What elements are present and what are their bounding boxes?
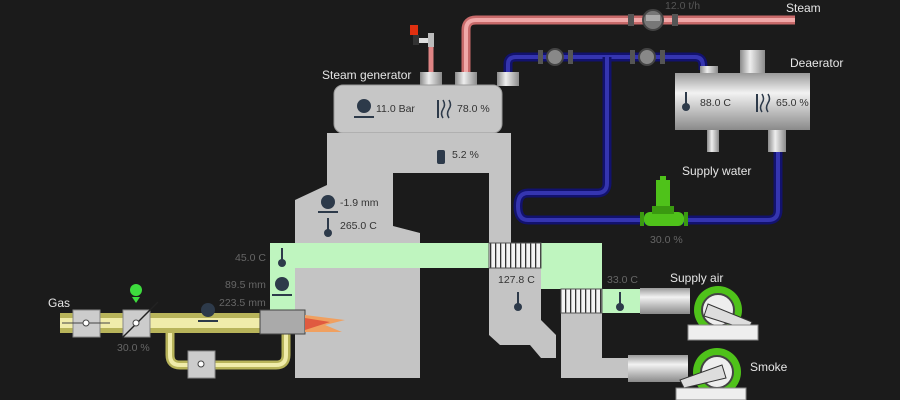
thermometer-icon — [278, 248, 286, 267]
supply-air-fan-icon[interactable] — [640, 286, 759, 341]
water-pipe — [503, 52, 783, 225]
nozzle — [420, 72, 442, 86]
water-valve-2-icon[interactable] — [630, 48, 665, 66]
label-steam: Steam — [786, 1, 821, 15]
label-smoke: Smoke — [750, 360, 788, 374]
pressure-gauge-icon — [318, 195, 338, 213]
valve-actuator-icon[interactable] — [130, 284, 142, 303]
safety-valve-icon[interactable] — [410, 25, 434, 47]
deaerator-temp-value: 88.0 C — [700, 97, 731, 109]
furnace-pressure-value: -1.9 mm — [340, 197, 379, 209]
gas-control-valve-icon[interactable] — [121, 301, 159, 339]
level-icon — [437, 99, 452, 119]
oxygen-value: 5.2 % — [452, 149, 479, 161]
thermometer-icon — [616, 292, 624, 311]
water-valve-1-icon[interactable] — [538, 48, 573, 66]
label-deaerator: Deaerator — [790, 56, 844, 70]
deaerator-level-value: 65.0 % — [776, 97, 809, 109]
steam-flow-value: 12.0 t/h — [665, 0, 701, 12]
gas-valve-value: 30.0 % — [117, 342, 150, 354]
supply-air-temp-value: 33.0 C — [607, 274, 638, 286]
gas-pressure-value: 223.5 mm — [219, 297, 266, 309]
pressure-gauge-icon — [272, 277, 292, 296]
thermometer-icon — [682, 92, 690, 111]
pressure-gauge-icon — [198, 303, 218, 322]
gas-analyzer-icon — [437, 150, 445, 164]
label-supply-water: Supply water — [682, 164, 752, 178]
level-icon — [756, 93, 771, 113]
smoke-fan-icon[interactable] — [628, 348, 747, 400]
label-gas: Gas — [48, 296, 71, 310]
flue-duct — [561, 313, 628, 378]
bypass-valve-icon[interactable] — [187, 350, 216, 379]
pressure-gauge-icon — [354, 99, 374, 118]
burner[interactable] — [259, 309, 306, 335]
air-heater — [488, 242, 542, 269]
furnace-temp-value: 265.0 C — [340, 220, 377, 232]
nozzle — [455, 72, 477, 86]
label-steam-generator: Steam generator — [322, 68, 412, 82]
air-pressure-value: 89.5 mm — [225, 279, 266, 291]
generator-level-value: 78.0 % — [457, 103, 490, 115]
gas-shutoff-valve-icon[interactable] — [62, 309, 110, 338]
air-temp-value: 45.0 C — [235, 252, 266, 264]
label-supply-air: Supply air — [670, 271, 724, 285]
flue-column — [489, 243, 556, 358]
feed-pump-icon[interactable] — [640, 176, 688, 226]
nozzle — [497, 72, 519, 86]
thermometer-icon — [514, 292, 522, 311]
generator-pressure-value: 11.0 Bar — [376, 103, 415, 115]
flue-temp-value: 127.8 C — [498, 274, 535, 286]
pump-speed-value: 30.0 % — [650, 234, 683, 246]
thermometer-icon — [324, 218, 332, 237]
steam-flow-meter-icon — [628, 9, 678, 31]
deaerator-tank[interactable] — [675, 50, 810, 152]
economizer — [560, 288, 603, 314]
